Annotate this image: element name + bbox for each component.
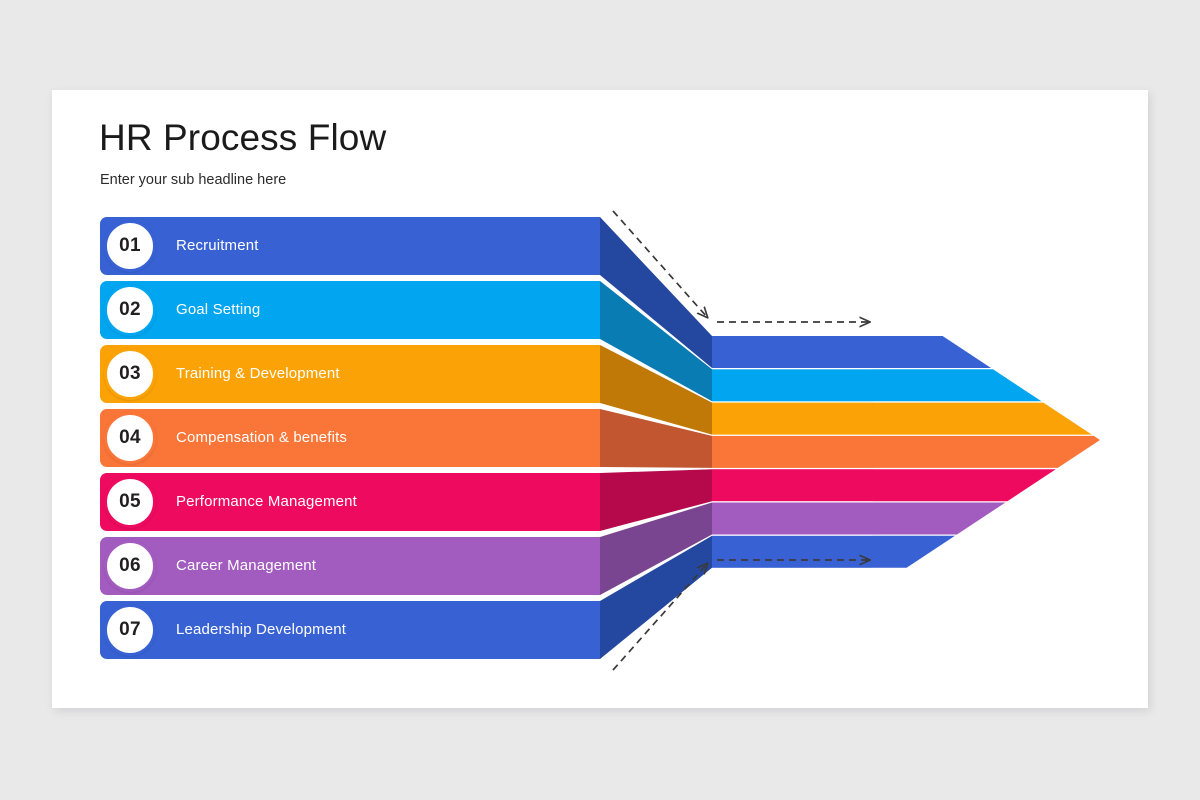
step-taper (600, 345, 712, 435)
step-label: Goal Setting (176, 301, 261, 318)
step-label: Career Management (176, 557, 317, 574)
step-number: 06 (119, 555, 141, 576)
step-bar (100, 345, 600, 403)
step-bar (100, 473, 600, 531)
step-number: 03 (119, 363, 141, 384)
band-stripe (712, 502, 873, 535)
arrow-head-slice (873, 402, 1092, 435)
step-label: Leadership Development (176, 621, 347, 638)
arrow-head-slice (873, 535, 956, 568)
step-taper (600, 281, 712, 402)
step-bars-group (100, 217, 600, 659)
step-badge[interactable] (104, 348, 156, 400)
slide-card: HR Process Flow Enter your sub headline … (52, 90, 1148, 708)
arrow-head-slice (873, 435, 1100, 468)
band-stripe (712, 435, 873, 468)
step-label: Training & Development (176, 365, 340, 382)
step-taper (600, 409, 712, 468)
dashed-annotations-group (612, 210, 869, 671)
step-number: 04 (119, 427, 141, 448)
step-label: Compensation & benefits (176, 429, 348, 446)
step-label: Recruitment (176, 237, 259, 254)
step-badge[interactable] (104, 604, 156, 656)
converged-band-group (712, 336, 873, 568)
step-number: 01 (119, 235, 141, 256)
page-title: HR Process Flow (99, 117, 387, 158)
arrow-head-slice (873, 502, 1006, 535)
band-stripe (712, 369, 873, 402)
band-stripe (712, 336, 873, 368)
step-badge[interactable] (104, 540, 156, 592)
step-number: 05 (119, 491, 141, 512)
arrow-head-group (873, 336, 1100, 568)
step-number: 02 (119, 299, 141, 320)
step-badge[interactable] (104, 220, 156, 272)
arrow-head-slice (873, 469, 1056, 502)
page-subtitle: Enter your sub headline here (100, 172, 287, 188)
arrow-head-slice (873, 369, 1042, 402)
taper-shades-group (600, 217, 712, 659)
step-bar (100, 537, 600, 595)
step-taper (600, 217, 712, 368)
step-label: Performance Management (176, 493, 357, 510)
step-number: 07 (119, 619, 141, 640)
arrow-head-slice (873, 336, 992, 368)
step-bar (100, 281, 600, 339)
process-flow-diagram (100, 210, 1100, 671)
step-taper (600, 502, 712, 595)
step-badge[interactable] (104, 284, 156, 336)
step-bar (100, 217, 600, 275)
step-taper (600, 535, 712, 659)
step-taper (600, 469, 712, 531)
band-stripe (712, 402, 873, 435)
band-stripe (712, 535, 873, 568)
step-badge[interactable] (104, 476, 156, 528)
step-bar (100, 601, 600, 659)
step-bar (100, 409, 600, 467)
band-stripe (712, 469, 873, 502)
step-badge[interactable] (104, 412, 156, 464)
